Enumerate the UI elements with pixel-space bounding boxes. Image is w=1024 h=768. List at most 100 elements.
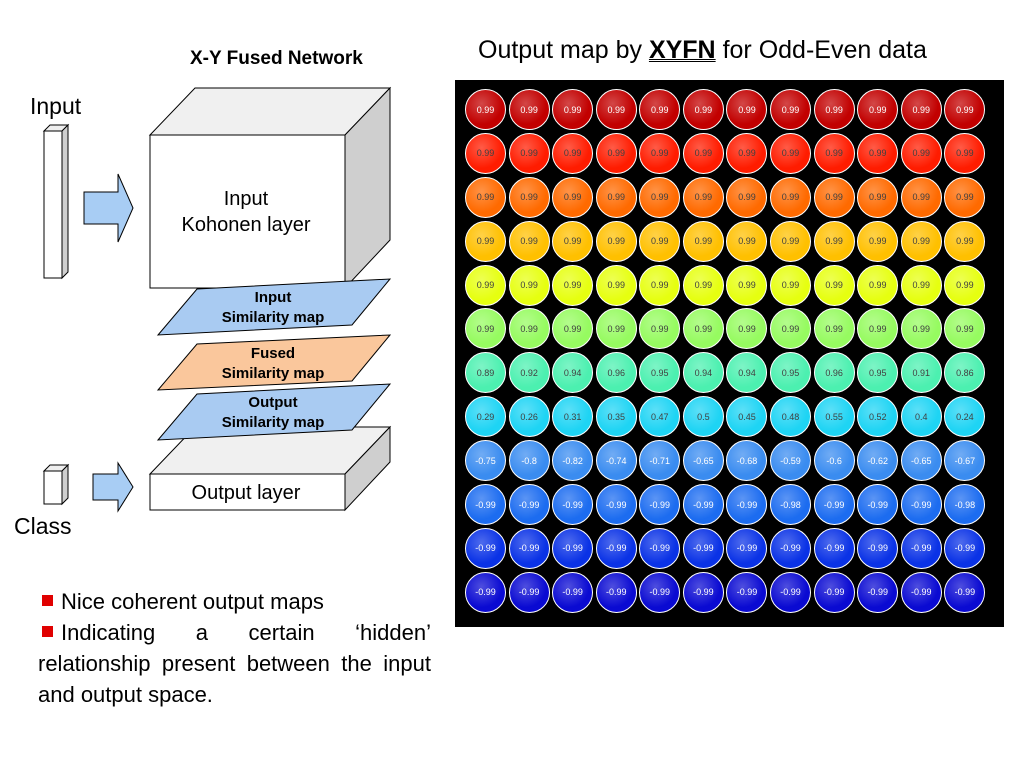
map-cell: 0.96 xyxy=(813,352,855,394)
map-cell: -0.99 xyxy=(857,484,899,526)
map-title-prefix: Output map by xyxy=(478,36,649,64)
input-similarity-label: Input Similarity map xyxy=(178,288,368,328)
map-cell: 0.99 xyxy=(813,176,855,218)
input-similarity-plane xyxy=(156,278,392,336)
map-cell: 0.48 xyxy=(770,396,812,438)
map-cell: 0.52 xyxy=(857,396,899,438)
map-cell: -0.82 xyxy=(552,440,594,482)
map-cell: 0.99 xyxy=(508,264,550,306)
map-cell: 0.99 xyxy=(682,220,724,262)
map-cell: 0.99 xyxy=(900,132,942,174)
map-cell: 0.35 xyxy=(595,396,637,438)
map-cell: 0.55 xyxy=(813,396,855,438)
map-cell: 0.99 xyxy=(639,132,681,174)
map-cell: -0.99 xyxy=(770,571,812,613)
fused-similarity-plane xyxy=(156,334,392,391)
map-cell: 0.99 xyxy=(770,89,812,130)
map-cell: 0.99 xyxy=(552,176,594,218)
map-cell: -0.98 xyxy=(770,484,812,526)
map-cell: -0.98 xyxy=(944,484,986,526)
map-cell: -0.99 xyxy=(465,527,506,569)
map-cell: -0.99 xyxy=(900,484,942,526)
bullet-item: Indicating a certain ‘hidden’ relationsh… xyxy=(38,617,431,710)
map-cell: 0.95 xyxy=(639,352,681,394)
output-similarity-label: Output Similarity map xyxy=(178,393,368,433)
map-cell: 0.99 xyxy=(682,89,724,130)
map-cell: -0.99 xyxy=(682,571,724,613)
map-cell: 0.31 xyxy=(552,396,594,438)
output-layer-front xyxy=(149,473,346,511)
map-cell: 0.99 xyxy=(857,264,899,306)
map-cell: 0.99 xyxy=(508,176,550,218)
map-cell: 0.29 xyxy=(465,396,506,438)
map-title-accent: XYFN xyxy=(648,36,716,64)
class-label: Class xyxy=(14,513,72,539)
map-cell: 0.99 xyxy=(770,132,812,174)
map-cell: 0.99 xyxy=(552,220,594,262)
map-cell: 0.99 xyxy=(944,176,986,218)
map-cell: -0.99 xyxy=(944,527,986,569)
map-cell: -0.74 xyxy=(595,440,637,482)
map-cell: -0.99 xyxy=(900,571,942,613)
map-cell: -0.59 xyxy=(770,440,812,482)
map-cell: -0.67 xyxy=(944,440,986,482)
map-cell: 0.99 xyxy=(508,308,550,350)
map-cell: 0.45 xyxy=(726,396,768,438)
map-cell: 0.99 xyxy=(813,220,855,262)
output-similarity-plane xyxy=(156,383,392,441)
map-cell: -0.99 xyxy=(726,527,768,569)
map-cell: -0.99 xyxy=(639,571,681,613)
map-cell: 0.99 xyxy=(552,89,594,130)
map-cell: 0.99 xyxy=(813,89,855,130)
map-cell: 0.99 xyxy=(857,176,899,218)
map-cell: 0.99 xyxy=(465,132,506,174)
input-vector-side xyxy=(61,123,69,280)
map-cell: 0.99 xyxy=(770,264,812,306)
map-cell: -0.99 xyxy=(682,484,724,526)
map-cell: -0.99 xyxy=(508,571,550,613)
map-cell: 0.99 xyxy=(944,308,986,350)
map-cell: 0.99 xyxy=(595,176,637,218)
map-cell: -0.99 xyxy=(552,484,594,526)
output-layer-label: Output layer xyxy=(191,482,301,504)
bullet-item: Nice coherent output maps xyxy=(38,586,431,617)
map-cell: 0.99 xyxy=(465,89,506,130)
fused-similarity-line-2: Similarity map xyxy=(221,365,325,382)
map-cell: 0.89 xyxy=(465,352,506,394)
map-cell: -0.99 xyxy=(508,484,550,526)
kohonen-label-line-2: Kohonen layer xyxy=(181,214,311,236)
map-cell: 0.99 xyxy=(639,220,681,262)
map-cell: 0.99 xyxy=(682,176,724,218)
bullet-square-icon xyxy=(42,626,53,637)
class-arrow xyxy=(92,461,134,513)
map-cell: 0.99 xyxy=(682,308,724,350)
map-cell: 0.99 xyxy=(726,264,768,306)
kohonen-layer-label: Input Kohonen layer xyxy=(150,186,342,238)
network-title: X-Y Fused Network xyxy=(190,48,363,69)
map-cell: -0.99 xyxy=(595,571,637,613)
map-cell: 0.99 xyxy=(813,308,855,350)
map-cell: -0.65 xyxy=(682,440,724,482)
map-cell: 0.99 xyxy=(857,220,899,262)
map-cell: 0.95 xyxy=(857,352,899,394)
map-cell: 0.99 xyxy=(900,89,942,130)
map-cell: 0.99 xyxy=(552,264,594,306)
map-cell: 0.99 xyxy=(639,264,681,306)
map-cell: 0.99 xyxy=(465,176,506,218)
map-cell: 0.99 xyxy=(465,220,506,262)
map-cell: 0.99 xyxy=(857,308,899,350)
map-cell: 0.99 xyxy=(595,264,637,306)
input-similarity-line-1: Input xyxy=(254,289,292,306)
map-cell: 0.99 xyxy=(726,132,768,174)
map-cell: 0.99 xyxy=(595,89,637,130)
map-cell: 0.99 xyxy=(508,132,550,174)
input-arrow xyxy=(83,173,134,243)
kohonen-label-line-1: Input xyxy=(223,188,269,210)
map-title: Output map by XYFN for Odd-Even data xyxy=(478,36,927,65)
bullet-text: Nice coherent output maps xyxy=(61,589,324,614)
map-cell: -0.99 xyxy=(595,527,637,569)
map-cell: 0.99 xyxy=(465,308,506,350)
map-cell: 0.99 xyxy=(944,89,986,130)
